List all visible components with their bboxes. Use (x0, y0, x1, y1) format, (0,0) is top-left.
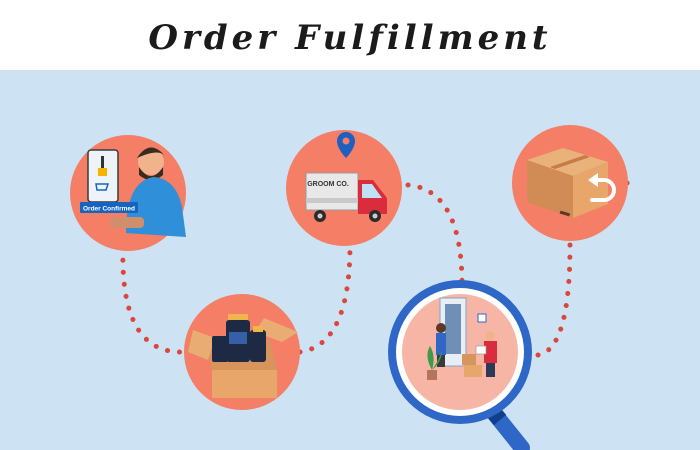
phone-cart-icon (88, 150, 118, 202)
step-returns (512, 125, 628, 241)
step-shipping: GROOM CO. (286, 130, 402, 246)
page-title: Order Fulfillment (0, 18, 700, 58)
fulfillment-diagram: Order Confirmed (0, 70, 700, 450)
connector-order-to-packing (123, 248, 185, 352)
step-packing (184, 294, 300, 410)
order-confirmed-label: Order Confirmed (83, 206, 135, 213)
truck-label: GROOM CO. (307, 181, 349, 188)
diagram-canvas: Order Confirmed (0, 70, 700, 450)
step-delivery (388, 280, 532, 448)
step-order-confirmed: Order Confirmed (70, 135, 186, 251)
connector-delivery-to-returns (538, 245, 570, 355)
connector-packing-to-shipping (300, 245, 350, 352)
title-band: Order Fulfillment (0, 0, 700, 70)
connector-shipping-to-delivery (408, 185, 462, 285)
